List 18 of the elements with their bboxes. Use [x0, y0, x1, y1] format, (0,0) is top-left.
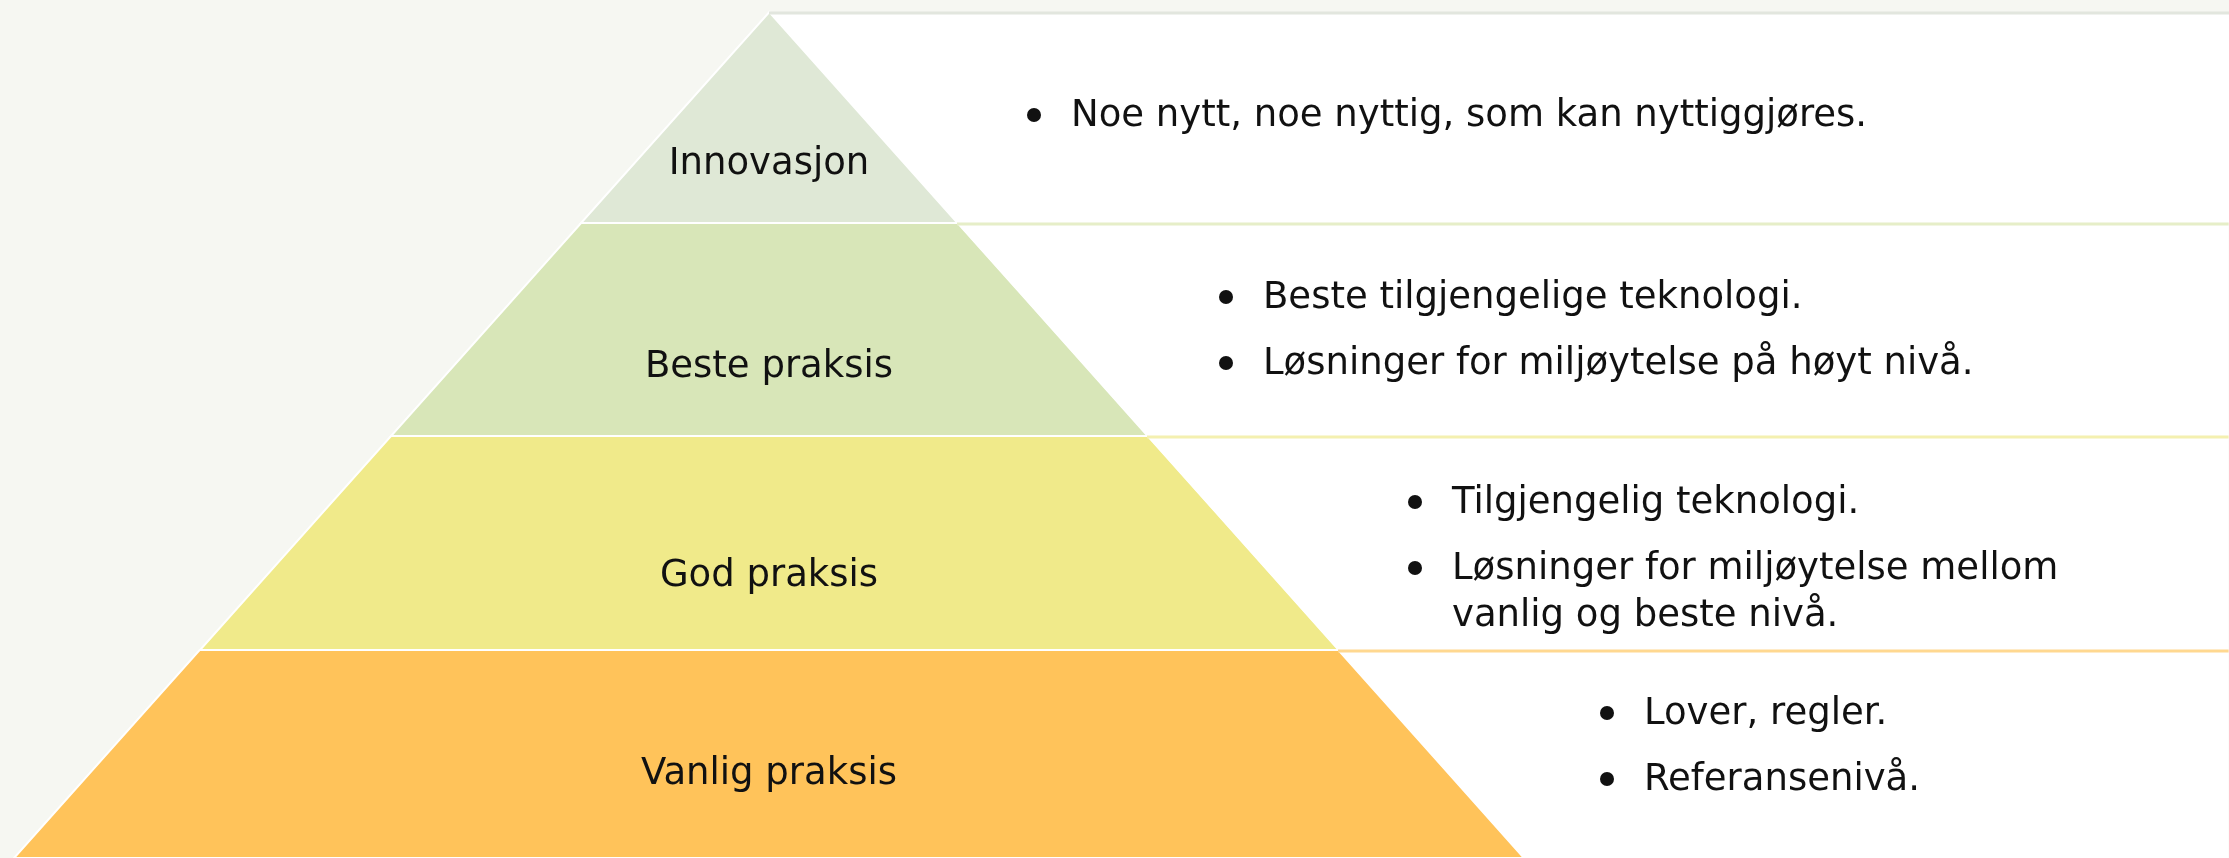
- description-panel: [957, 223, 2229, 436]
- tier-label: Vanlig praksis: [641, 750, 897, 793]
- pyramid-tier: [14, 650, 1524, 858]
- bullet-point: Løsninger for miljøytelse mellom vanlig og beste nivå.: [1404, 543, 2164, 637]
- bullet-point: Referansenivå.: [1596, 754, 2196, 801]
- bullet-point: Beste tilgjengelige teknologi.: [1215, 272, 2215, 319]
- tier-label: Innovasjon: [668, 140, 870, 183]
- tier-label: Beste praksis: [644, 343, 894, 386]
- bullet-point: Løsninger for miljøytelse på høyt nivå.: [1215, 338, 2215, 385]
- bullet-point: Tilgjengelig teknologi.: [1404, 477, 2164, 524]
- pyramid-tier: [390, 223, 1148, 436]
- bullet-point: Lover, regler.: [1596, 688, 2196, 735]
- tier-label: God praksis: [659, 552, 879, 595]
- description-panel: [1338, 650, 2229, 858]
- description-panel: [1147, 436, 2229, 650]
- bullet-point: Noe nytt, noe nyttig, som kan nyttiggjøres.: [1023, 90, 2173, 137]
- pyramid-tip: [580, 12, 958, 223]
- pyramid-tier: [199, 436, 1339, 650]
